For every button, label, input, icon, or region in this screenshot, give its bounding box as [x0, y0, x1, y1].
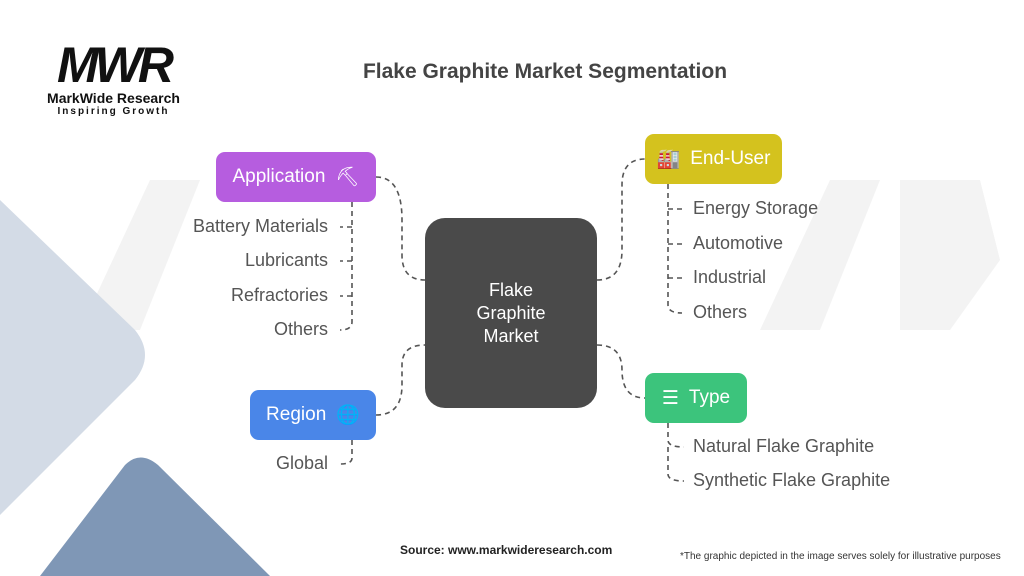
region-node: Region 🌐: [250, 390, 376, 440]
list-item: Others: [693, 302, 748, 322]
list-item: Lubricants: [244, 250, 328, 270]
list-item: Natural Flake Graphite: [693, 436, 875, 456]
center-node: Flake Graphite Market: [425, 218, 597, 408]
globe-icon: 🌐: [336, 405, 360, 426]
application-node: Application ⛏: [216, 152, 376, 202]
type-node: ☰ Type: [645, 373, 747, 423]
list-item: Others: [273, 319, 328, 339]
list-item: Synthetic Flake Graphite: [693, 470, 891, 490]
list-item: Battery Materials: [192, 216, 328, 236]
disclaimer-text: *The graphic depicted in the image serve…: [680, 551, 1001, 562]
source-text: Source: www.markwideresearch.com: [400, 543, 613, 557]
layers-icon: ☰: [661, 387, 679, 409]
factory-icon: 🏭: [656, 149, 681, 170]
list-item: Global: [275, 453, 328, 473]
page-title: Flake Graphite Market Segmentation: [362, 60, 728, 83]
logo: MWR MarkWide Research Inspiring Growth: [47, 37, 180, 117]
pickaxe-icon: ⛏: [335, 167, 360, 188]
list-item: Industrial: [693, 267, 767, 287]
list-item: Automotive: [693, 233, 784, 253]
end-user-node: 🏭 End-User: [645, 134, 782, 184]
watermark-shapes: [80, 180, 1000, 330]
list-item: Energy Storage: [693, 198, 819, 218]
list-item: Refractories: [230, 285, 328, 305]
